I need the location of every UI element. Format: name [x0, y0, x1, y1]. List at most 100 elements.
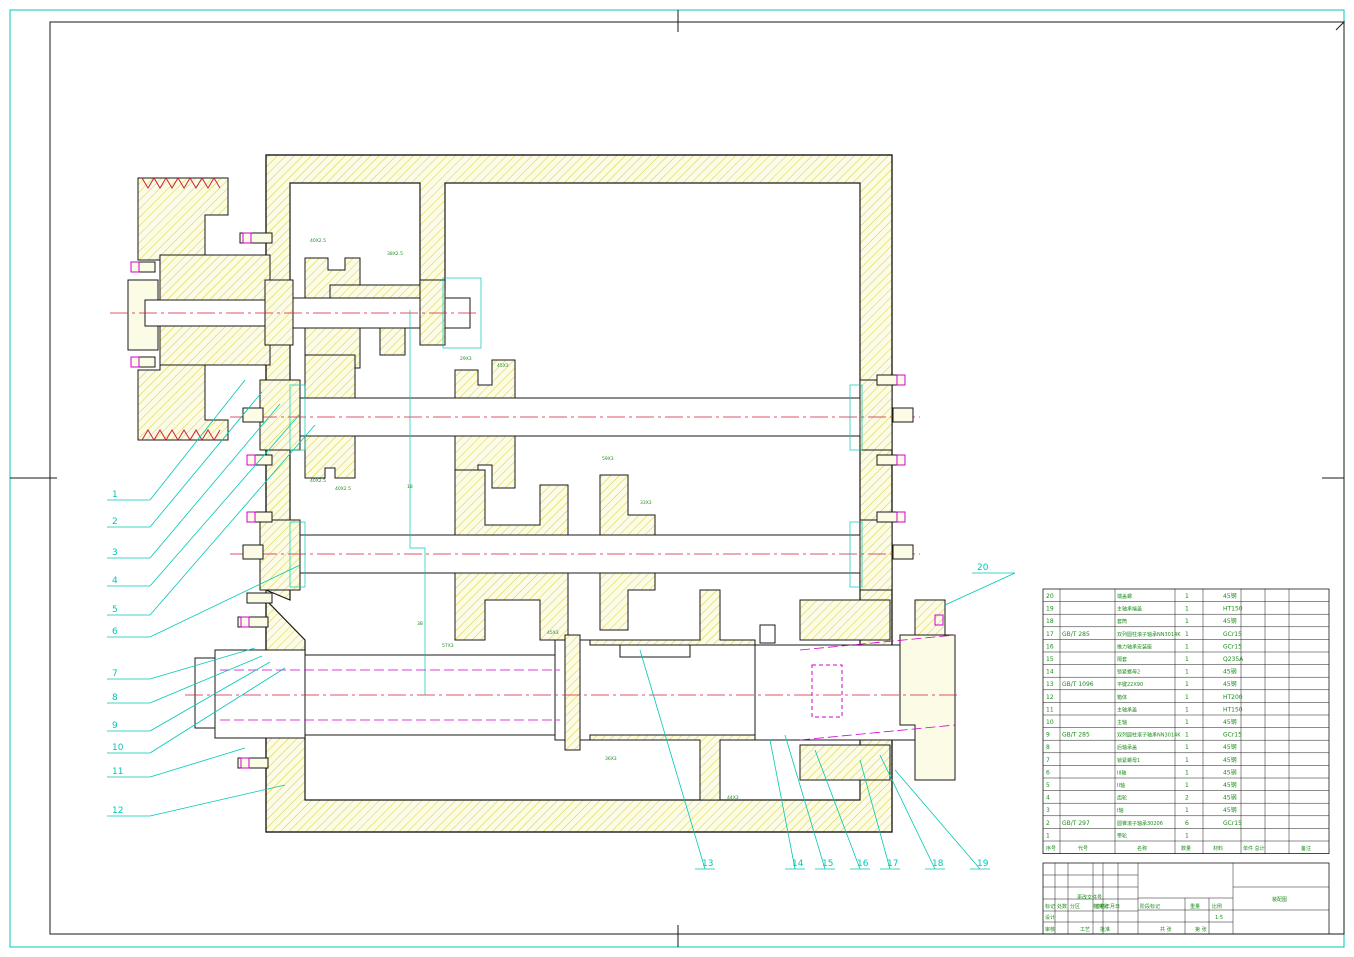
bom-cell-qty: 1: [1185, 719, 1189, 726]
bom-cell-no: 19: [1046, 606, 1054, 613]
bom-cell-name: III轴: [1117, 769, 1126, 776]
bom-cell-name: I轴: [1117, 807, 1123, 814]
center-lines: [110, 312, 960, 696]
bom-cell-qty: 1: [1185, 807, 1189, 814]
dimension-label: 40X2.5: [310, 238, 326, 244]
title-block-label: 批准: [1100, 926, 1110, 933]
dimension-label: 3B: [417, 621, 423, 627]
bom-header-std: 代号: [1078, 845, 1088, 852]
bom-cell-qty: 1: [1185, 694, 1189, 701]
bom-cell-no: 5: [1046, 782, 1050, 789]
title-block-label: 审核: [1045, 926, 1055, 933]
callout-number: 2: [112, 517, 118, 527]
bom-cell-name: 箱体: [1117, 694, 1127, 701]
shaft-3: [259, 469, 893, 641]
dimension-label: 40X2.5: [310, 478, 326, 484]
bom-cell-no: 18: [1046, 618, 1054, 625]
bom-cell-qty: 1: [1185, 656, 1189, 663]
pulley: [127, 177, 296, 441]
callout-number: 5: [112, 605, 118, 615]
title-block-label: 共 张: [1160, 926, 1172, 933]
bom-cell-name: 主轴承盖: [1117, 706, 1137, 713]
dimension-label: 38X2.5: [387, 251, 403, 257]
title-block-label: 阶段标记: [1140, 903, 1160, 910]
shaft-2: [259, 354, 893, 489]
bom-cell-no: 4: [1046, 795, 1050, 802]
callout-number: 16: [857, 859, 869, 869]
bom-cell-material: 45钢: [1223, 794, 1237, 802]
callout-number: 4: [112, 576, 118, 586]
bom-cell-qty: 1: [1185, 832, 1189, 839]
dimension-label: 57X3: [442, 643, 454, 649]
bom-cell-name: 端盖螺: [1117, 593, 1132, 600]
main-spindle: [194, 589, 956, 801]
bom-cell-no: 9: [1046, 732, 1050, 739]
bom-cell-name: 主轴承端盖: [1117, 606, 1142, 613]
title-block-label: 设计: [1045, 914, 1055, 921]
bom-header-note: 备注: [1301, 845, 1311, 852]
bom-cell-material: HT200: [1223, 694, 1243, 701]
dimension-label: 44X3: [727, 795, 739, 801]
bom-cell-material: Q235A: [1223, 656, 1244, 663]
bom-cell-qty: 1: [1185, 618, 1189, 625]
bom-cell-no: 10: [1046, 719, 1054, 726]
title-block-label: 第 张: [1195, 926, 1207, 933]
dimension-label: 18: [407, 484, 413, 490]
callout-number: 15: [822, 859, 833, 869]
bom-cell-material: GCr15: [1223, 631, 1242, 638]
bom-cell-material: 45钢: [1223, 680, 1237, 688]
callout-number: 8: [112, 693, 118, 703]
callout-number: 17: [887, 859, 898, 869]
bom-cell-name: 推力轴承安装座: [1117, 643, 1152, 650]
bom-cell-no: 20: [1046, 593, 1054, 600]
callout-number: 6: [112, 627, 118, 637]
bom-cell-material: 45钢: [1223, 806, 1237, 814]
bom-cell-qty: 1: [1185, 782, 1189, 789]
bom-cell-material: 45钢: [1223, 592, 1237, 600]
bom-cell-material: HT150: [1223, 606, 1243, 613]
bom-cell-name: 平键22X90: [1117, 681, 1143, 688]
bom-cell-material: 45钢: [1223, 718, 1237, 726]
bom-header-material: 材料: [1213, 845, 1223, 852]
cyan-construction-lines: [289, 277, 863, 695]
callout-number: 19: [977, 859, 989, 869]
bom-cell-qty: 2: [1185, 795, 1189, 802]
title-block-label: 重量: [1190, 903, 1200, 910]
title-block-label: 分区: [1070, 903, 1080, 910]
dimension-label: 45X3: [547, 630, 559, 636]
bom-header-no: 序号: [1046, 845, 1056, 852]
dimension-label: 59X3: [602, 456, 614, 462]
bom-cell-qty: 1: [1185, 769, 1189, 776]
bom-cell-qty: 1: [1185, 744, 1189, 751]
bom-cell-no: 15: [1046, 656, 1054, 663]
bom-cell-qty: 1: [1185, 606, 1189, 613]
bom-cell-material: 45钢: [1223, 781, 1237, 789]
bom-cell-name: 双列圆柱滚子轴承NN3014K: [1117, 732, 1181, 739]
bom-cell-qty: 1: [1185, 593, 1189, 600]
dimension-label: 40X2.5: [335, 486, 351, 492]
dimension-label: 29X3: [460, 356, 472, 362]
bom-cell-name: 后轴承盖: [1117, 744, 1137, 751]
title-block-label: 处数: [1057, 903, 1067, 910]
bom-header-weight: 单件 总计: [1243, 845, 1265, 852]
callout-number: 11: [112, 767, 123, 777]
title-block-label: 标记: [1045, 903, 1055, 910]
bom-cell-no: 14: [1046, 669, 1054, 676]
bom-cell-name: 隔套: [1117, 656, 1127, 663]
bom-cell-material: HT150: [1223, 706, 1243, 713]
bom-cell-std: GB/T 1096: [1062, 681, 1094, 688]
bom-cell-name: 圆锥滚子轴承30206: [1117, 820, 1163, 827]
bom-cell-std: GB/T 297: [1062, 820, 1090, 827]
bom-cell-material: 45钢: [1223, 768, 1237, 776]
title-block: 装配图1:5标记处数分区更改文件号签名年月日设计标准化阶段标记重量比例审核工艺批…: [1042, 862, 1330, 935]
bom-cell-qty: 1: [1185, 643, 1189, 650]
bom-cell-name: II轴: [1117, 782, 1125, 789]
callout-number: 14: [792, 859, 804, 869]
callout-number: 9: [112, 721, 118, 731]
dimension-label: 36X3: [605, 756, 617, 762]
bom-cell-no: 8: [1046, 744, 1050, 751]
bom-cell-material: 45钢: [1223, 668, 1237, 676]
bom-cell-no: 13: [1046, 681, 1054, 688]
